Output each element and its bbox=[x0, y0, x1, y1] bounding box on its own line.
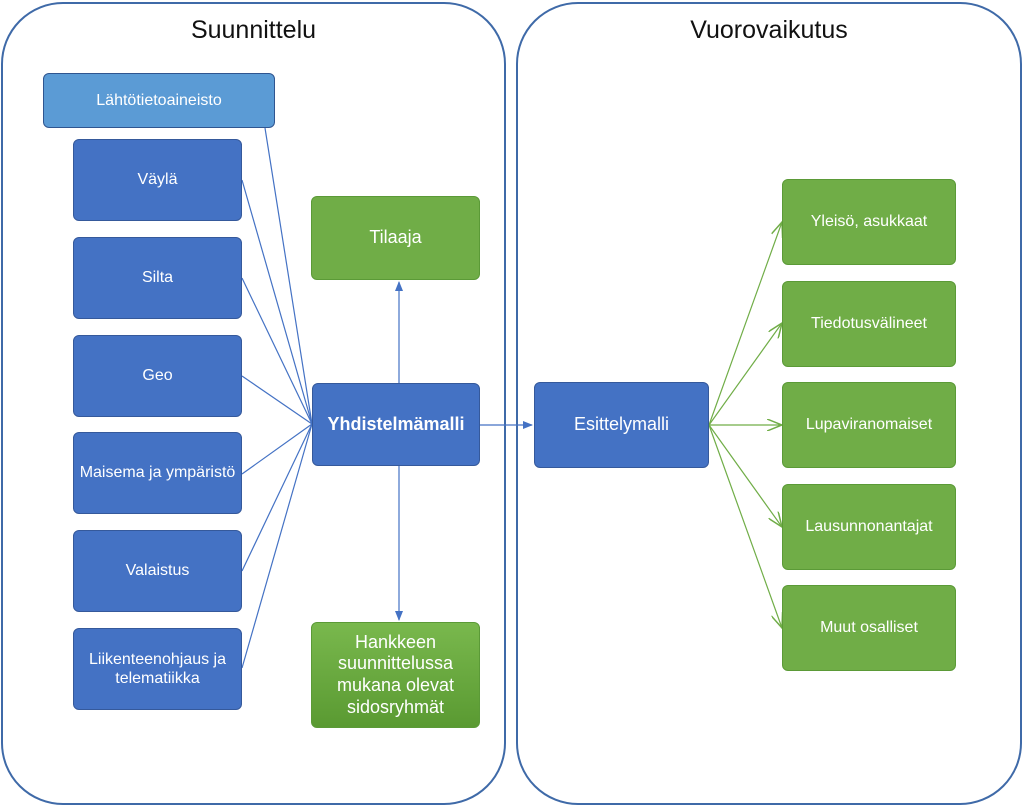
audience-box: Yleisö, asukkaat bbox=[782, 179, 956, 265]
combined-model-box: Yhdistelmämalli bbox=[312, 383, 480, 466]
discipline-box: Liikenteenohjaus ja telematiikka bbox=[73, 628, 242, 710]
discipline-box: Geo bbox=[73, 335, 242, 417]
discipline-box: Maisema ja ympäristö bbox=[73, 432, 242, 514]
client-box: Tilaaja bbox=[311, 196, 480, 280]
audience-box: Lupaviranomaiset bbox=[782, 382, 956, 468]
discipline-box: Valaistus bbox=[73, 530, 242, 612]
planning-title: Suunnittelu bbox=[190, 16, 317, 44]
audience-box: Muut osalliset bbox=[782, 585, 956, 671]
audience-box: Tiedotusvälineet bbox=[782, 281, 956, 367]
interaction-title: Vuorovaikutus bbox=[690, 16, 848, 44]
stakeholders-box: Hankkeen suunnittelussa mukana olevat si… bbox=[311, 622, 480, 728]
presentation-model-box: Esittelymalli bbox=[534, 382, 709, 468]
discipline-box: Väylä bbox=[73, 139, 242, 221]
source-data-box: Lähtötietoaineisto bbox=[43, 73, 275, 128]
discipline-box: Silta bbox=[73, 237, 242, 319]
audience-box: Lausunnonantajat bbox=[782, 484, 956, 570]
